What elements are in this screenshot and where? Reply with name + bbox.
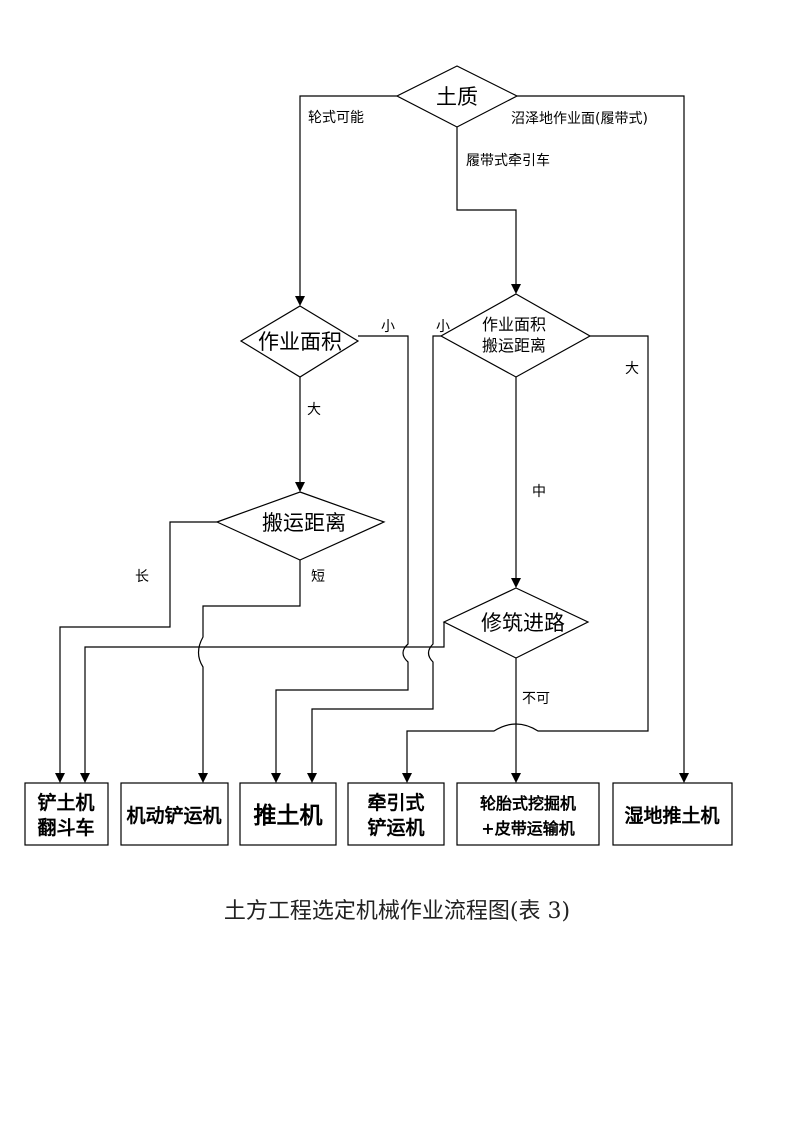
decision-build-road: 修筑进路 bbox=[442, 587, 590, 659]
arrow-head bbox=[307, 773, 317, 783]
machine-scraper-dumper-line2: 翻斗车 bbox=[37, 816, 94, 839]
machine-excavator-line1: 轮胎式挖掘机 bbox=[480, 794, 576, 813]
decision-area-haul-line2: 搬运距离 bbox=[482, 336, 546, 355]
machine-excavator-line2: +皮带运输机 bbox=[481, 819, 574, 838]
arrow-head bbox=[55, 773, 65, 783]
flowchart: 土质 作业面积 搬运距离 作业面积 搬运距离 修筑进路 轮式可能 履带式牵引车 … bbox=[24, 65, 733, 846]
machine-scraper-dumper: 铲土机 翻斗车 bbox=[24, 782, 109, 846]
machine-scraper-dumper-line1: 铲土机 bbox=[37, 791, 94, 814]
label-medium: 中 bbox=[532, 484, 546, 500]
label-long: 长 bbox=[135, 569, 149, 585]
decision-soil: 土质 bbox=[395, 65, 519, 128]
edge-haul-short-to-motor-scraper bbox=[197, 560, 301, 777]
edge-haul-long-to-scraper-dumper bbox=[59, 521, 217, 777]
connectors bbox=[59, 95, 685, 777]
edge-build-road-to-scraper-dumper bbox=[84, 622, 445, 777]
arrow-head bbox=[295, 296, 305, 306]
machine-wetland-dozer-label: 湿地推土机 bbox=[624, 804, 719, 827]
edge-labels: 轮式可能 履带式牵引车 沼泽地作业面(履带式) 小 小 大 大 长 短 中 不可 bbox=[135, 110, 648, 707]
arrow-head bbox=[198, 773, 208, 783]
machine-excavator: 轮胎式挖掘机 +皮带运输机 bbox=[456, 782, 600, 846]
arrow-head bbox=[80, 773, 90, 783]
decision-work-area: 作业面积 bbox=[239, 305, 360, 378]
decision-area-haul: 作业面积 搬运距离 bbox=[439, 293, 592, 378]
edge-soil-to-work-area bbox=[299, 95, 397, 300]
machine-towed-scraper-line2: 铲运机 bbox=[367, 816, 424, 839]
decision-area-haul-line1: 作业面积 bbox=[482, 315, 546, 334]
machine-wetland-dozer: 湿地推土机 bbox=[612, 782, 733, 846]
machine-bulldozer-label: 推土机 bbox=[254, 803, 323, 829]
edge-area-haul-small-to-bulldozer bbox=[311, 335, 441, 777]
arrow-head bbox=[271, 773, 281, 783]
arrow-head bbox=[511, 578, 521, 588]
decision-soil-label: 土质 bbox=[436, 85, 478, 109]
edge-soil-to-wetland-dozer bbox=[517, 95, 685, 777]
edge-work-area-small-to-bulldozer bbox=[275, 335, 409, 777]
machine-motor-scraper: 机动铲运机 bbox=[120, 782, 229, 846]
machine-bulldozer: 推土机 bbox=[239, 782, 337, 846]
decision-haul-distance: 搬运距离 bbox=[215, 491, 386, 561]
label-crawler-tractor: 履带式牵引车 bbox=[466, 152, 550, 169]
edge-soil-to-area-haul bbox=[456, 127, 517, 288]
edge-area-haul-large-to-towed-scraper bbox=[406, 335, 649, 777]
label-short: 短 bbox=[311, 569, 325, 585]
arrow-head bbox=[511, 773, 521, 783]
arrow-head bbox=[511, 284, 521, 294]
arrow-head bbox=[295, 482, 305, 492]
machine-towed-scraper-line1: 牵引式 bbox=[367, 791, 424, 814]
label-wheel-possible: 轮式可能 bbox=[308, 110, 364, 126]
arrowheads bbox=[55, 284, 689, 783]
label-not-possible: 不可 bbox=[522, 691, 550, 707]
decision-work-area-label: 作业面积 bbox=[258, 330, 342, 354]
figure-caption: 土方工程选定机械作业流程图(表 3) bbox=[223, 899, 571, 924]
label-small-left: 小 bbox=[381, 319, 395, 335]
label-small-right: 小 bbox=[436, 319, 450, 335]
label-large-area: 大 bbox=[307, 402, 321, 418]
arrow-head bbox=[402, 773, 412, 783]
machine-towed-scraper: 牵引式 铲运机 bbox=[347, 782, 445, 846]
decision-haul-distance-label: 搬运距离 bbox=[262, 511, 346, 535]
arrow-head bbox=[679, 773, 689, 783]
decision-build-road-label: 修筑进路 bbox=[481, 611, 565, 635]
label-large-right: 大 bbox=[625, 361, 639, 377]
label-swamp: 沼泽地作业面(履带式) bbox=[511, 111, 648, 127]
machine-motor-scraper-label: 机动铲运机 bbox=[126, 804, 221, 827]
